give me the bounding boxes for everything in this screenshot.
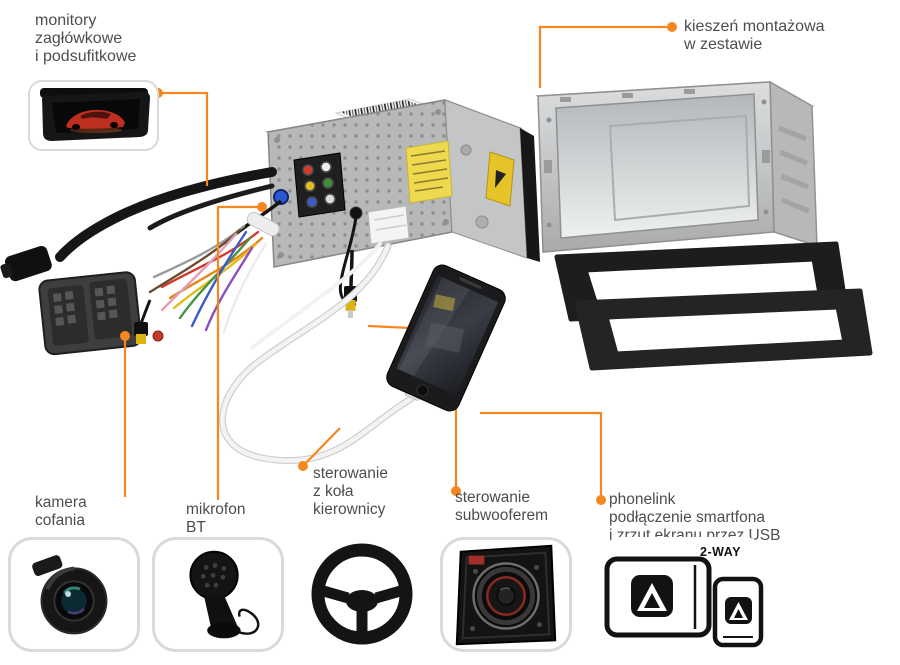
phonelink-2way-badge: 2-WAY [700, 545, 741, 559]
label-cage: kieszeń montażowa w zestawie [684, 18, 825, 54]
phonelink-box [598, 537, 768, 652]
label-line: zagłówkowe [35, 30, 123, 47]
bt-microphone-box [152, 537, 284, 652]
callout-line-microphone [216, 205, 262, 500]
steering-wheel-icon [311, 543, 413, 645]
usb-cable-illustration [218, 242, 422, 465]
callout-line-phonelink [480, 411, 603, 500]
rear-camera-box [8, 537, 140, 652]
monitor-thumbnail-box [28, 80, 159, 151]
label-line: cofania [35, 512, 85, 529]
head-unit-illustration [222, 98, 540, 318]
steering-wheel-box [296, 537, 428, 652]
label-line: BT [186, 519, 206, 536]
subwoofer-icon [455, 544, 557, 646]
mounting-cage-illustration [535, 80, 818, 253]
label-line: mikrofon [186, 501, 246, 518]
label-line: kieszeń montażowa [684, 18, 825, 35]
label-line: kierownicy [313, 501, 386, 518]
label-line: phonelink [609, 491, 676, 508]
callout-line-steering [302, 427, 341, 467]
label-microphone: mikrofon BT [186, 501, 245, 537]
label-line: i podsufitkowe [35, 48, 137, 65]
rear-camera-icon [32, 555, 108, 635]
label-monitors: monitory zagłówkowe i podsufitkowe [35, 12, 136, 66]
label-line: w zestawie [684, 36, 763, 53]
callout-line-monitors [158, 91, 209, 186]
label-line: sterowanie [313, 465, 388, 482]
subwoofer-box [440, 537, 572, 652]
smartphone-illustration [386, 264, 506, 412]
label-line: sterowanie [455, 489, 530, 506]
label-line: subwooferem [455, 507, 549, 524]
trim-frames-illustration [554, 241, 873, 371]
bt-microphone-icon [189, 550, 260, 639]
label-line: podłączenie smartfona [609, 509, 765, 526]
wiring-harness-illustration [0, 167, 382, 356]
callout-line-cage [538, 25, 672, 88]
label-subwoofer: sterowanie subwooferem [455, 489, 548, 525]
label-camera: kamera cofania [35, 494, 87, 530]
label-steering: sterowanie z koła kierownicy [313, 465, 388, 519]
label-line: z koła [313, 483, 354, 500]
label-line: monitory [35, 12, 97, 29]
label-line: kamera [35, 494, 87, 511]
flipdown-monitor-icon [40, 88, 150, 141]
phonelink-icon [604, 556, 764, 647]
